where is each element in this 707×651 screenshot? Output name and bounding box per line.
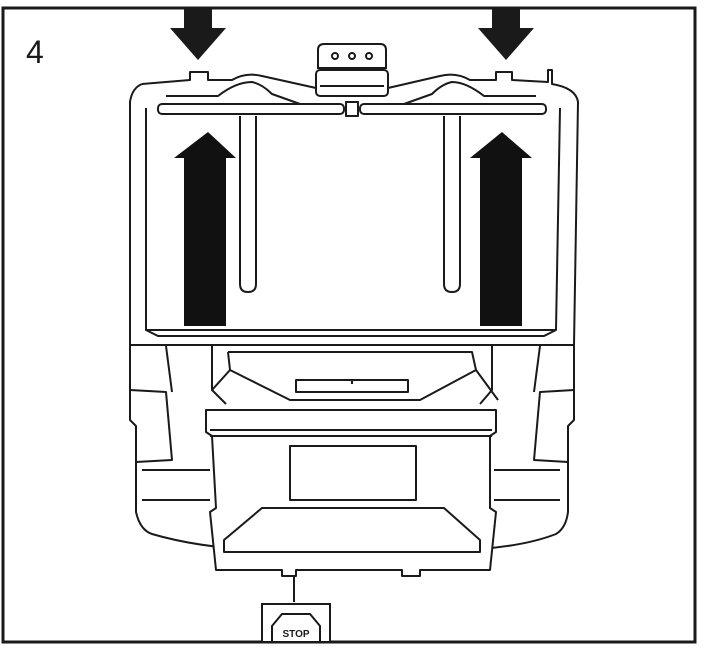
- stop-label: STOP: [282, 629, 309, 640]
- top-handle: [315, 43, 389, 97]
- press-down-arrow-right: [478, 8, 534, 60]
- unit-upper-body: [129, 69, 579, 346]
- press-down-arrow-left: [170, 8, 226, 60]
- lift-up-arrow-left: [174, 132, 236, 326]
- front-box: [205, 409, 497, 577]
- stop-tag: STOP: [261, 576, 331, 643]
- step-number: 4: [26, 34, 44, 70]
- lift-up-arrow-right: [470, 132, 532, 326]
